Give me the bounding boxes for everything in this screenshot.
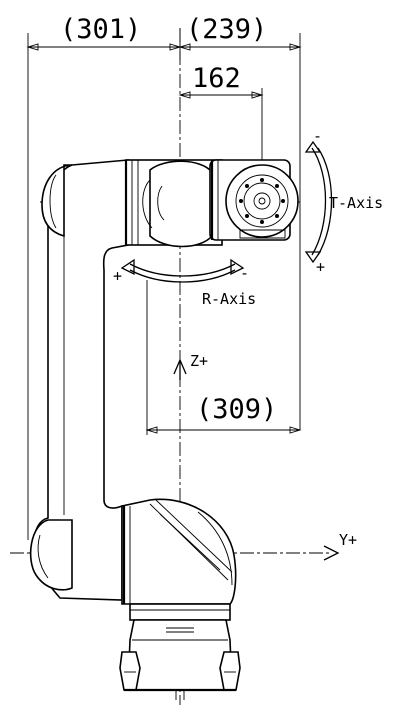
- left-reach-dimension: (301): [60, 14, 141, 45]
- r-axis-plus: +: [113, 267, 122, 285]
- r-axis-indicator: + - R-Axis: [113, 258, 256, 308]
- top-dimension: (301) (239): [26, 14, 302, 540]
- tool-offset-dimension: 162: [192, 63, 241, 94]
- right-reach-dimension: (239): [186, 14, 267, 45]
- y-axis-label: Y+: [339, 531, 357, 549]
- t-axis-plus: +: [316, 258, 325, 276]
- r-axis-minus: -: [240, 264, 249, 282]
- t-axis-minus: -: [313, 127, 322, 145]
- lower-offset-dimension: (309): [196, 394, 277, 425]
- tool-flange: [225, 164, 299, 239]
- base-pedestal: [119, 603, 241, 700]
- t-axis-indicator: - + T-Axis: [304, 127, 383, 276]
- y-axis-arrow: Y+: [323, 531, 357, 561]
- t-axis-label: T-Axis: [329, 194, 383, 212]
- base-joint: [121, 498, 237, 605]
- z-axis-label: Z+: [190, 352, 208, 370]
- lower-offset-dimension-lines: (309): [145, 280, 302, 435]
- shoulder-joint: [29, 519, 73, 591]
- tool-offset-dimension-lines: 162: [178, 63, 264, 160]
- elbow-joint-left: [41, 164, 73, 238]
- z-axis-arrow: Z+: [173, 352, 208, 380]
- r-axis-label: R-Axis: [202, 290, 256, 308]
